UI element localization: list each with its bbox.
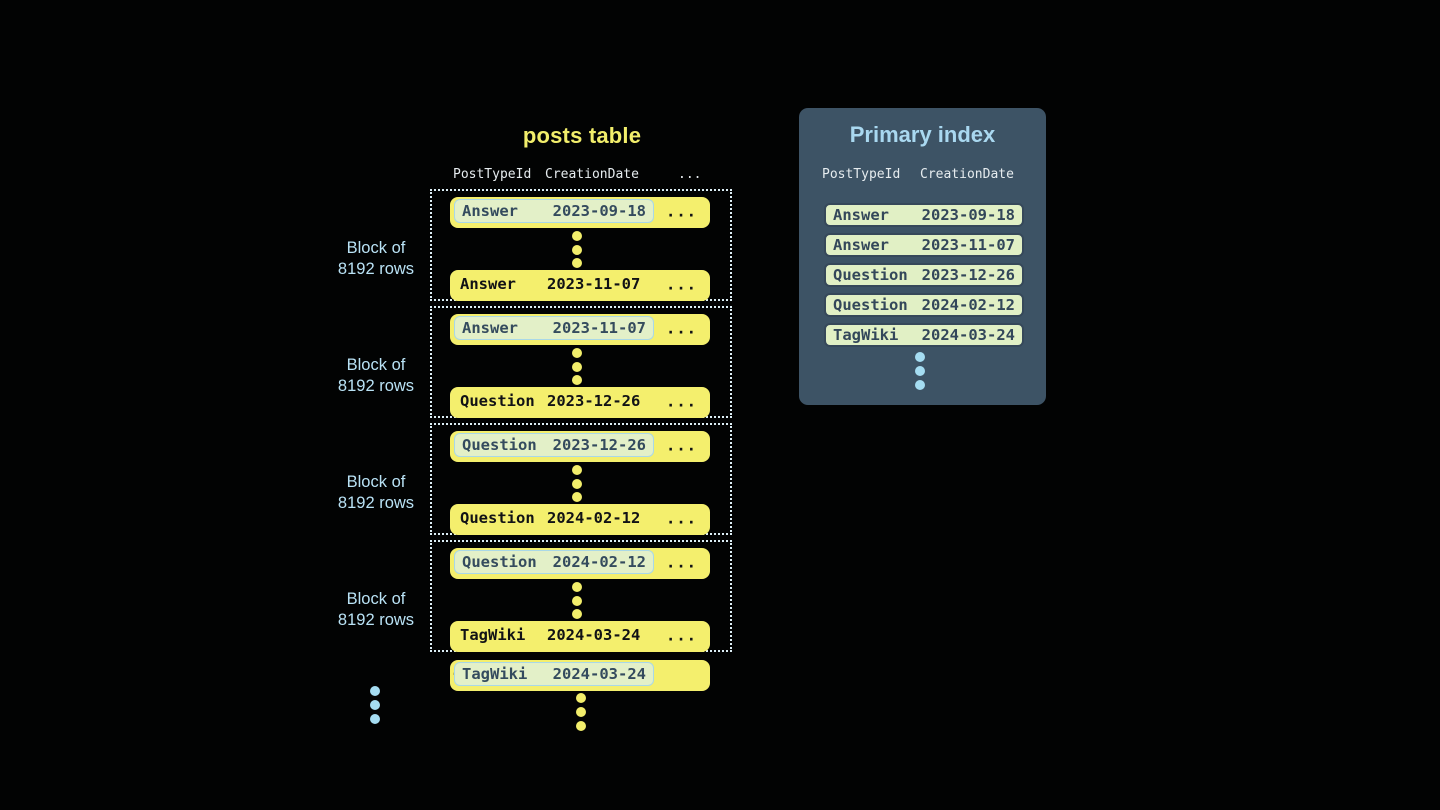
creation-date: 2023-09-18 [921,206,1015,224]
table-row: Question 2023-12-26 ... [450,387,710,418]
post-type: Answer [462,319,518,337]
posts-header-posttypeid: PostTypeId [453,167,532,182]
ellipsis-dot [572,258,582,268]
post-type: Question [462,553,537,571]
table-block-3: Question 2023-12-26 ... Question 2024-02… [430,423,732,535]
creation-date: 2023-12-26 [921,266,1015,284]
row-more-columns: ... [666,392,697,411]
creation-date: 2024-03-24 [552,665,646,683]
table-row: Answer 2023-11-07 ... [450,314,710,345]
more-blocks-dot [370,700,380,710]
ellipsis-dot [576,721,586,731]
creation-date: 2023-11-07 [552,319,646,337]
post-type: Answer [833,236,889,254]
index-entry: Question 2024-02-12 [824,293,1024,317]
post-type: Question [460,509,535,527]
index-header-creationdate: CreationDate [920,167,1014,182]
table-row: Question 2024-02-12 ... [450,548,710,579]
post-type: TagWiki [462,665,528,683]
row-more-columns: ... [666,319,697,338]
post-type: Answer [460,275,516,293]
post-type: TagWiki [460,626,526,644]
post-type: Question [833,266,908,284]
creation-date: 2024-02-12 [921,296,1015,314]
more-blocks-dot [370,714,380,724]
table-row: Question 2024-02-12 ... [450,504,710,535]
ellipsis-dot [572,465,582,475]
index-highlight-box: TagWiki 2024-03-24 [454,662,654,686]
row-more-columns: ... [666,553,697,572]
index-highlight-box: Question 2023-12-26 [454,433,654,457]
ellipsis-dot [572,596,582,606]
ellipsis-dot [572,609,582,619]
index-entry: Question 2023-12-26 [824,263,1024,287]
index-highlight-box: Answer 2023-09-18 [454,199,654,223]
post-type: Question [460,392,535,410]
post-type: Answer [462,202,518,220]
post-type: Question [462,436,537,454]
ellipsis-dot [572,582,582,592]
creation-date: 2024-03-24 [921,326,1015,344]
post-type: Answer [833,206,889,224]
table-row: TagWiki 2024-03-24 ... [450,660,710,691]
block-size-label: Block of 8192 rows [337,356,415,395]
table-row: Answer 2023-11-07 ... [450,270,710,301]
more-entries-dot [915,366,925,376]
table-block-4: Question 2024-02-12 ... TagWiki 2024-03-… [430,540,732,652]
creation-date: 2023-09-18 [552,202,646,220]
ellipsis-dot [572,479,582,489]
ellipsis-dot [572,362,582,372]
table-block-2: Answer 2023-11-07 ... Question 2023-12-2… [430,306,732,418]
posts-header-creationdate: CreationDate [545,167,639,182]
posts-table-title: posts table [522,123,642,148]
table-row: TagWiki 2024-03-24 ... [450,621,710,652]
ellipsis-dot [572,492,582,502]
creation-date: 2023-11-07 [547,275,641,293]
post-type: Question [833,296,908,314]
index-entry: TagWiki 2024-03-24 [824,323,1024,347]
row-more-columns: ... [666,509,697,528]
ellipsis-dot [572,245,582,255]
creation-date: 2023-12-26 [552,436,646,454]
posts-header-more-columns: ... [678,167,702,182]
index-entry: Answer 2023-11-07 [824,233,1024,257]
block-size-label: Block of 8192 rows [337,590,415,629]
index-header-posttypeid: PostTypeId [822,167,901,182]
ellipsis-dot [576,707,586,717]
creation-date: 2023-11-07 [921,236,1015,254]
creation-date: 2024-02-12 [547,509,641,527]
row-more-columns: ... [666,275,697,294]
ellipsis-dot [572,348,582,358]
ellipsis-dot [576,693,586,703]
more-entries-dot [915,380,925,390]
row-more-columns: ... [666,626,697,645]
ellipsis-dot [572,231,582,241]
creation-date: 2023-12-26 [547,392,641,410]
more-blocks-dot [370,686,380,696]
row-more-columns: ... [666,436,697,455]
index-highlight-box: Answer 2023-11-07 [454,316,654,340]
primary-index-panel: Primary index PostTypeId CreationDate An… [799,108,1046,405]
block-size-label: Block of 8192 rows [337,239,415,278]
primary-index-title: Primary index [849,122,996,147]
table-row: Question 2023-12-26 ... [450,431,710,462]
index-entry: Answer 2023-09-18 [824,203,1024,227]
post-type: TagWiki [833,326,899,344]
ellipsis-dot [572,375,582,385]
table-row: Answer 2023-09-18 ... [450,197,710,228]
more-entries-dot [915,352,925,362]
table-block-1: Answer 2023-09-18 ... Answer 2023-11-07 … [430,189,732,301]
creation-date: 2024-03-24 [547,626,641,644]
index-highlight-box: Question 2024-02-12 [454,550,654,574]
row-more-columns: ... [666,202,697,221]
block-size-label: Block of 8192 rows [337,473,415,512]
creation-date: 2024-02-12 [552,553,646,571]
